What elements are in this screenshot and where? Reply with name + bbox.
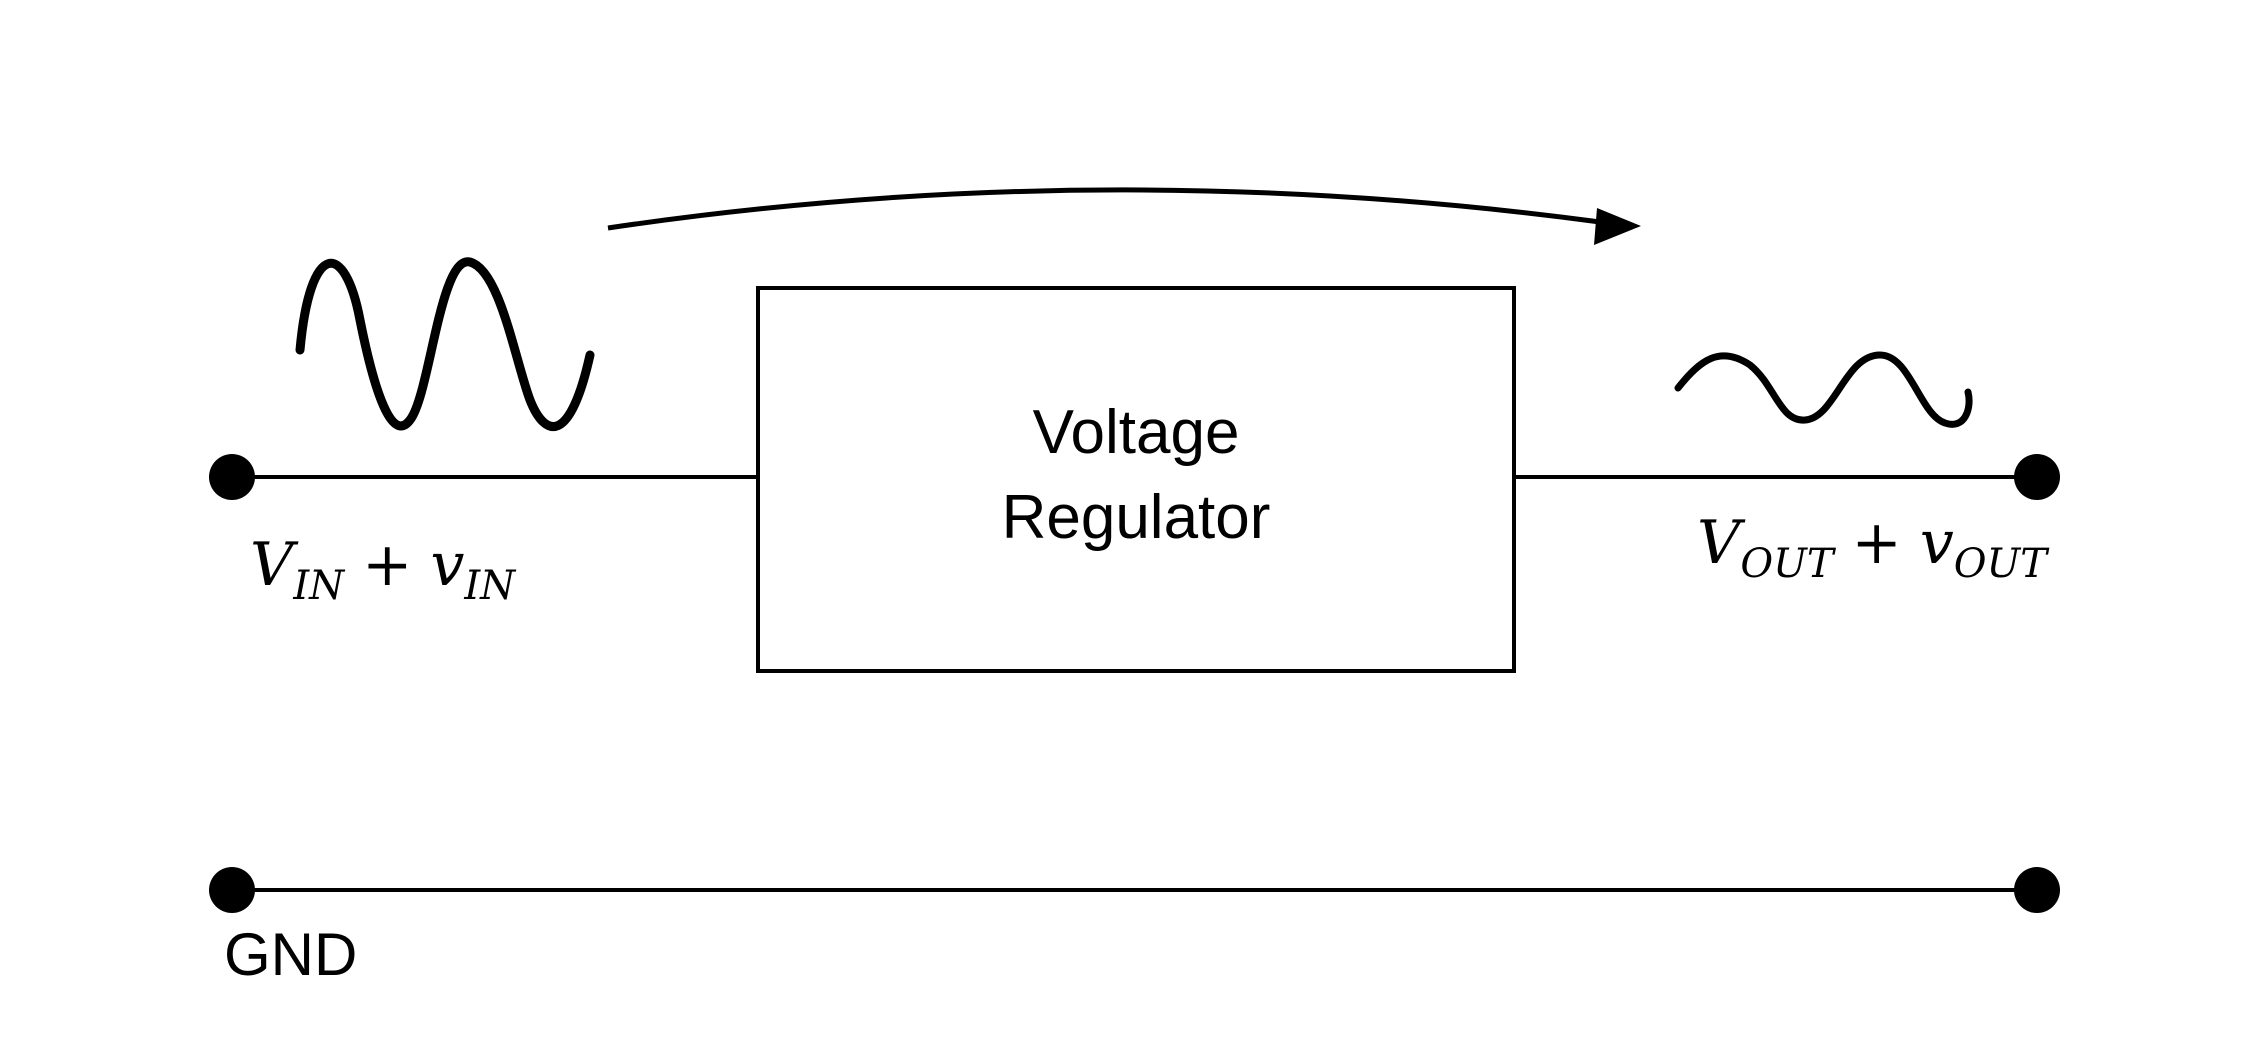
output-terminal bbox=[2014, 454, 2060, 500]
ground-terminal-left bbox=[209, 867, 255, 913]
ground-label: GND bbox=[224, 921, 357, 988]
regulator-label-line2: Regulator bbox=[1002, 483, 1271, 552]
input-ripple-wave bbox=[295, 257, 595, 431]
transfer-arrowhead bbox=[1594, 208, 1641, 245]
input-voltage-label: VIN+vIN bbox=[250, 530, 517, 609]
output-voltage-label: VOUT+vOUT bbox=[1697, 508, 2050, 587]
input-terminal bbox=[209, 454, 255, 500]
ground-terminal-right bbox=[2014, 867, 2060, 913]
transfer-arrow bbox=[607, 187, 1601, 231]
regulator-label-line1: Voltage bbox=[1033, 398, 1240, 467]
output-ripple-wave bbox=[1674, 351, 1973, 428]
regulator-block bbox=[756, 286, 1516, 673]
